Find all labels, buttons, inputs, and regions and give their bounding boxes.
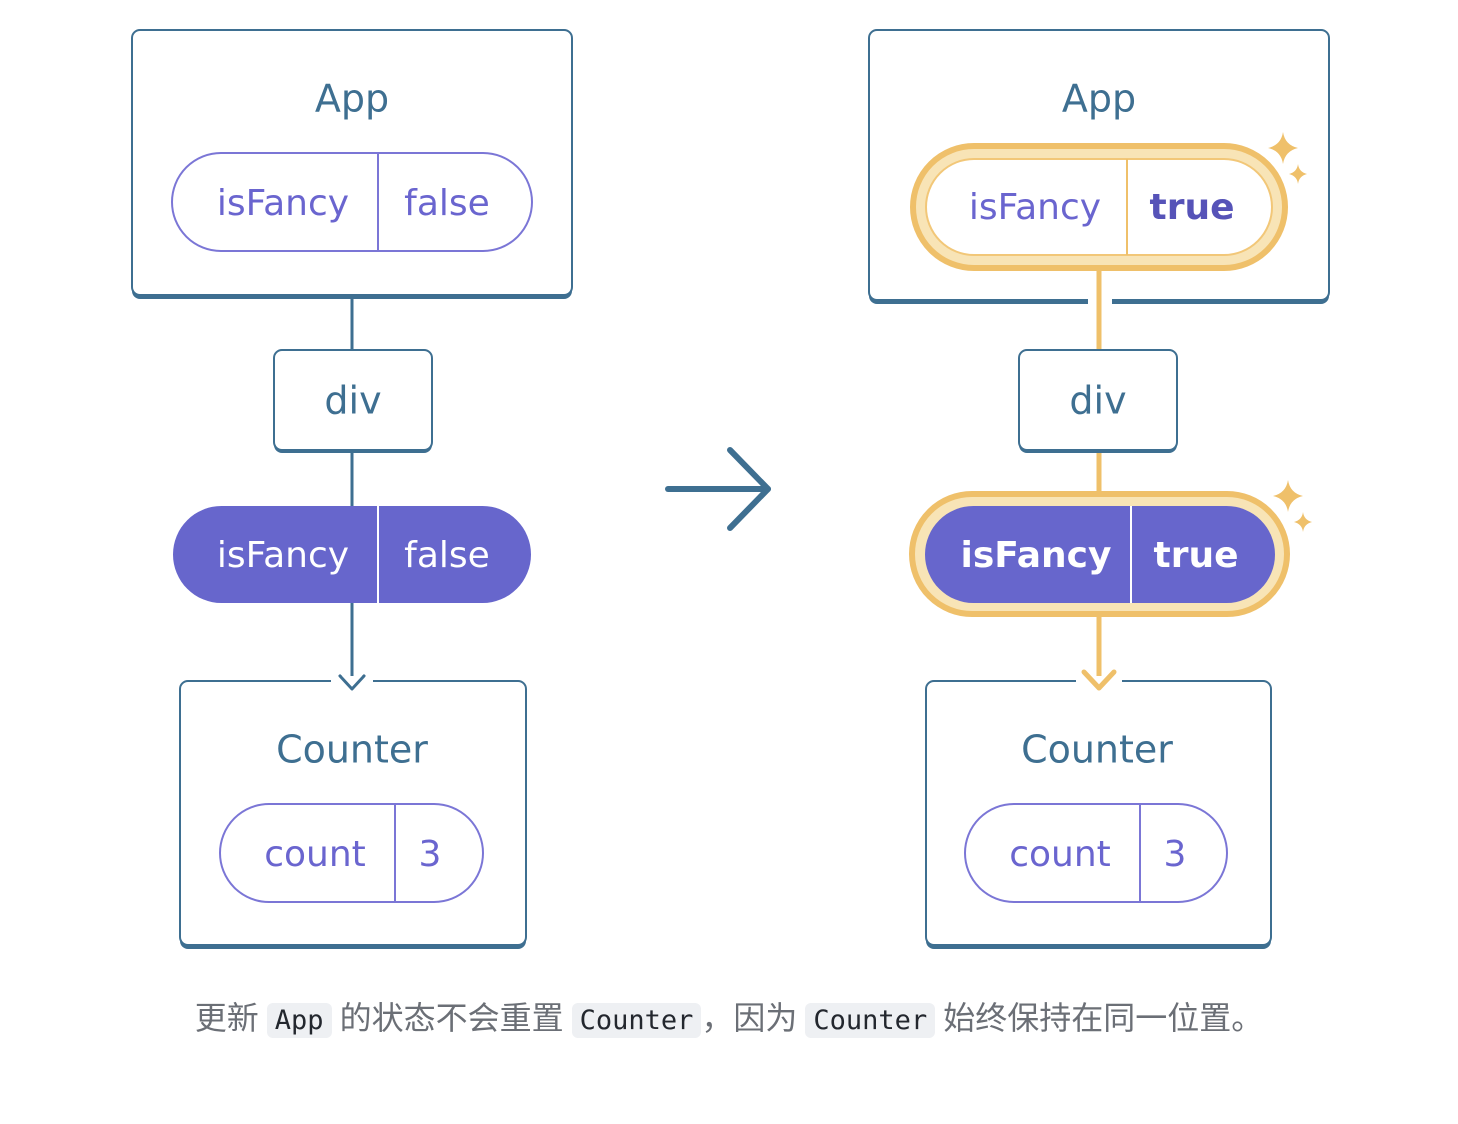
caption-text: ，因为 [701,999,798,1037]
counter-state-name: count [264,834,366,875]
counter-node-notch [1076,676,1122,686]
fancy-prop-value: true [1153,535,1238,576]
app-state-pill [171,152,533,252]
fancy-prop-value: false [404,535,490,576]
div-node-label: div [1069,379,1126,423]
caption-code-counter: Counter [805,1003,936,1038]
app-state-pill [925,158,1273,256]
app-node-title: App [315,77,389,121]
state-tree-diagram: App isFancy false div isFancy false Coun… [131,29,1330,949]
app-state-value: false [404,183,490,224]
arrowhead-icon-overlay [338,674,366,691]
fancy-prop-pill [925,506,1275,603]
caption-code-app: App [266,1003,332,1038]
caption-text: 更新 [194,999,259,1037]
counter-state-pill [219,803,484,903]
counter-node-title: Counter [276,728,428,772]
before-tree: App isFancy false div isFancy false Coun… [131,29,573,949]
app-node-title: App [1062,77,1136,121]
counter-node-notch [331,676,373,686]
fancy-prop-pill [173,506,531,603]
div-node-label: div [324,379,381,423]
counter-node-title: Counter [1021,728,1173,772]
caption-text: 始终保持在同一位置。 [943,999,1264,1037]
div-node [273,349,433,451]
div-node [1018,349,1178,451]
counter-state-value: 3 [1164,834,1187,875]
counter-state-value: 3 [419,834,442,875]
fancy-prop-name: isFancy [961,535,1112,576]
caption-code-counter: Counter [571,1003,702,1038]
app-state-name: isFancy [969,187,1101,228]
after-tree: App isFancy true div isFancy true Counte [868,29,1330,949]
fancy-prop-name: isFancy [217,535,349,576]
app-state-name: isFancy [217,183,349,224]
counter-state-pill [964,803,1228,903]
arrow-right-icon [665,447,771,531]
app-state-value: true [1149,187,1234,228]
arrowhead-icon [1081,669,1117,691]
counter-state-name: count [1009,834,1111,875]
caption-text: 的状态不会重置 [339,999,564,1037]
sparkle-icon [1273,480,1312,532]
sparkle-icon [1268,132,1307,184]
